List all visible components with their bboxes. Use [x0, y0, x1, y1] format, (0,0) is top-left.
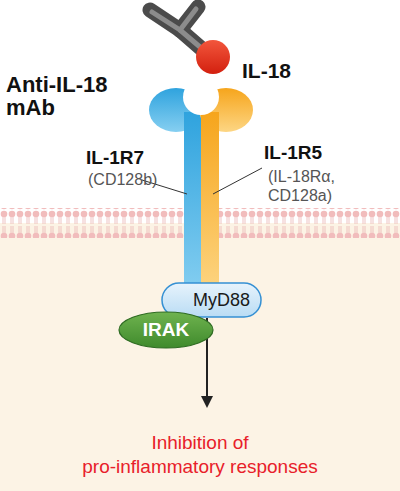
text-run: IL-18	[242, 59, 291, 82]
node-label: IL-18	[242, 59, 291, 83]
il-1r7-receptor	[149, 88, 203, 297]
text-run: mAb	[6, 95, 55, 120]
il-1r5-receptor	[199, 88, 253, 297]
receptor-name: IL-1R7	[86, 148, 176, 169]
kinase-ellipse: IRAK	[118, 311, 214, 349]
antibody-label: Anti-IL-18 mAb	[6, 73, 124, 119]
antibody-symbol	[150, 7, 203, 50]
text-run: MyD88	[193, 290, 250, 310]
node-label: MyD88	[193, 290, 250, 311]
outcome-text: Inhibition of pro-inflammatory responses	[79, 431, 321, 479]
text-run: Anti-IL-18	[6, 72, 107, 97]
ligand-circle-fill	[196, 40, 230, 74]
ligand-circle-outline	[196, 40, 230, 74]
kinase-ellipse-fill	[119, 312, 213, 348]
receptor-alias: (CD128b)	[88, 171, 188, 189]
text-run: Inhibition	[151, 432, 227, 453]
node-text-holder: IRAK	[118, 311, 214, 349]
node-label: IRAK	[143, 319, 189, 341]
text-run: IL-1R7	[86, 147, 144, 168]
ligand-pocket	[183, 79, 219, 115]
text-run: CD128a)	[268, 187, 332, 204]
ligand-circle: IL-18	[196, 40, 230, 74]
text-run: (CD128b)	[88, 171, 157, 188]
text-run: pro-inflammatory	[82, 456, 225, 477]
text-run: IRAK	[143, 319, 189, 340]
receptor-alias: (IL-18Rα, CD128a)	[268, 167, 360, 205]
text-run: IL-1R5	[264, 142, 322, 163]
leader-line	[213, 168, 262, 194]
text-run: of	[233, 432, 249, 453]
receptor-name: IL-1R5	[264, 143, 364, 164]
text-run: responses	[230, 456, 318, 477]
text-run: (IL-18Rα,	[268, 168, 335, 185]
